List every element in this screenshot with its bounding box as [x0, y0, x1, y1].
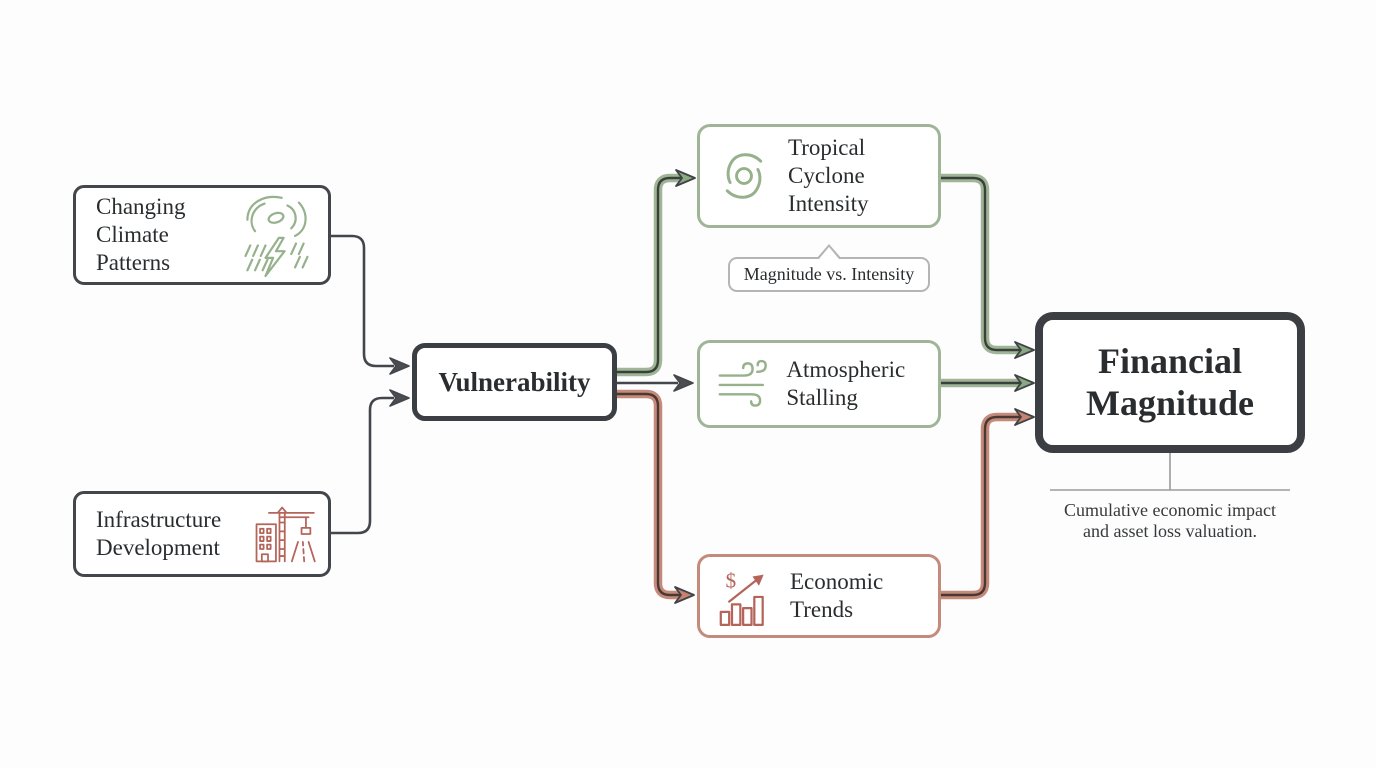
node-infrastructure-development: Infrastructure Development	[73, 491, 331, 577]
dollar-growth-icon: $	[719, 569, 764, 626]
node-label: Changing Climate Patterns	[96, 193, 186, 276]
node-financial-magnitude: Financial Magnitude	[1035, 312, 1305, 453]
edge-vulnerability-to-economic-trends	[613, 389, 680, 600]
node-label: Atmospheric Stalling	[786, 356, 906, 410]
node-label: Infrastructure Development	[96, 506, 222, 560]
node-label: Vulnerability	[438, 366, 591, 397]
edge-vulnerability-to-tropical-cyclone	[613, 173, 681, 377]
edge-changing-climate-to-vulnerability	[331, 234, 394, 368]
financial-note: Cumulative economic impact and asset los…	[1050, 500, 1290, 541]
storm-swirl-icon	[244, 195, 309, 278]
note-connector-line	[1050, 452, 1290, 491]
hurricane-icon	[725, 153, 763, 199]
node-label: Tropical Cyclone Intensity	[788, 134, 869, 217]
node-label: Financial Magnitude	[1085, 340, 1254, 423]
arrowheads	[389, 169, 1035, 604]
svg-text:$: $	[725, 569, 736, 593]
construction-crane-icon	[255, 506, 316, 563]
note-text: Cumulative economic impact and asset los…	[1064, 500, 1276, 541]
node-atmospheric-stalling: Atmospheric Stalling	[697, 340, 941, 428]
node-economic-trends: $ Economic Trends	[697, 554, 941, 638]
node-changing-climate-patterns: Changing Climate Patterns	[73, 185, 331, 285]
wind-icon	[718, 359, 767, 407]
edge-tropical-cyclone-to-financial	[939, 173, 1021, 355]
node-label: Economic Trends	[790, 568, 884, 622]
callout-magnitude-vs-intensity: Magnitude vs. Intensity	[728, 244, 930, 292]
node-tropical-cyclone-intensity: Tropical Cyclone Intensity	[697, 124, 941, 228]
node-vulnerability: Vulnerability	[412, 343, 617, 421]
callout-text: Magnitude vs. Intensity	[743, 264, 915, 284]
edge-economic-to-financial	[939, 412, 1021, 600]
edge-infrastructure-to-vulnerability	[331, 396, 394, 535]
